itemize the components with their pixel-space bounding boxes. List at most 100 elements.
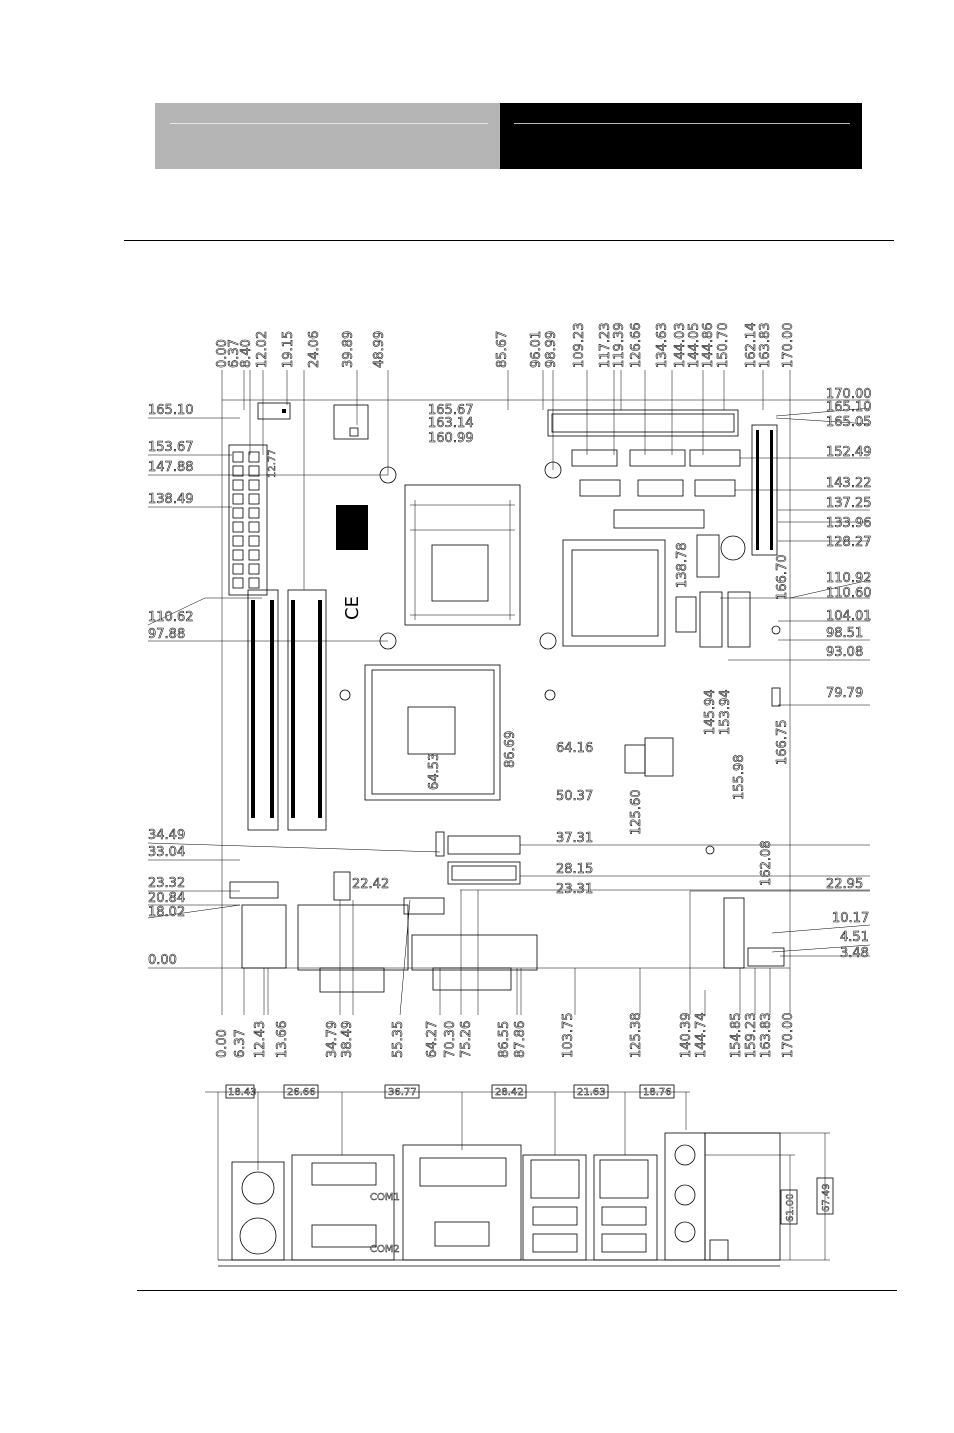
right-dimension-leaders <box>460 399 871 957</box>
right-label: 3.48 <box>840 946 869 961</box>
header-banner-black <box>500 103 862 169</box>
bottom-label: 87.86 <box>513 1021 528 1058</box>
right-label: 10.17 <box>832 911 869 926</box>
bottom-label: 75.26 <box>459 1021 474 1058</box>
top-label: 162.14 <box>744 323 759 369</box>
inner-label: 145.94 <box>703 690 718 736</box>
top-dimension-leaders <box>221 370 791 590</box>
left-label: 0.00 <box>148 953 177 968</box>
top-label: 85.67 <box>495 331 510 368</box>
header-banner-black-rule <box>514 123 850 124</box>
bottom-label: 125.38 <box>629 1013 644 1059</box>
header-rule <box>124 240 894 241</box>
bottom-label: 144.74 <box>694 1013 709 1059</box>
bottom-label: 34.79 <box>325 1021 340 1058</box>
bottom-label: 163.83 <box>759 1013 774 1059</box>
right-label: 79.79 <box>826 686 863 701</box>
top-label: 98.99 <box>544 331 559 368</box>
top-label: 0.00 <box>215 339 230 368</box>
inner-labels: 165.67 163.14 160.99 12.77 64.53 86.69 6… <box>267 403 791 893</box>
right-label: 133.96 <box>826 516 872 531</box>
top-label: 144.05 <box>687 323 702 369</box>
inner-label: 86.69 <box>503 731 518 768</box>
right-label: 170.00 <box>826 387 872 402</box>
inner-label: 166.75 <box>775 720 790 766</box>
top-label: 12.02 <box>255 331 270 368</box>
top-label: 150.70 <box>716 323 731 369</box>
top-label: 126.66 <box>629 323 644 369</box>
right-label: 37.31 <box>556 831 593 846</box>
left-label: 20.84 <box>148 891 185 906</box>
left-dimension-labels: 165.10 153.67 147.88 138.49 110.62 97.88… <box>148 403 194 969</box>
io-spacing-label: 18.76 <box>643 1087 672 1098</box>
right-label: 110.92 <box>826 571 872 586</box>
right-label: 143.22 <box>826 476 872 491</box>
io-spacing-labels: 18.43 26.66 36.77 28.42 21.63 18.76 <box>225 1084 675 1099</box>
right-label: 110.60 <box>826 586 872 601</box>
bottom-label: 0.00 <box>215 1029 230 1058</box>
bottom-label: 154.85 <box>729 1013 744 1059</box>
inner-label: 155.98 <box>732 755 747 801</box>
inner-label: 138.78 <box>675 543 690 589</box>
io-spacing-label: 21.63 <box>577 1087 606 1098</box>
right-label: 93.08 <box>826 645 863 660</box>
right-label: 4.51 <box>840 930 869 945</box>
bottom-dimension-labels: 0.00 6.37 12.43 13.66 34.79 38.49 55.35 … <box>215 1012 797 1059</box>
inner-label: 165.67 <box>428 403 474 418</box>
top-label: 48.99 <box>372 331 387 368</box>
bottom-dimension-leaders <box>221 890 791 1016</box>
bottom-label: 159.23 <box>744 1013 759 1059</box>
right-label: 128.27 <box>826 535 872 550</box>
top-label: 163.83 <box>758 323 773 369</box>
header-banner-gray-rule <box>170 123 488 124</box>
top-label: 39.89 <box>341 331 356 368</box>
right-label: 165.05 <box>826 415 872 430</box>
top-label: 170.00 <box>781 323 796 369</box>
inner-label: 22.42 <box>352 877 389 892</box>
top-label: 8.40 <box>239 339 254 368</box>
bottom-label: 86.55 <box>497 1021 512 1058</box>
svg-text:CE: CE <box>342 596 363 620</box>
io-spacing-label: 26.66 <box>287 1087 316 1098</box>
inner-label: 153.94 <box>718 690 733 736</box>
bottom-label: 55.35 <box>391 1021 406 1058</box>
inner-label: 160.99 <box>428 431 474 446</box>
top-label: 6.37 <box>227 339 242 368</box>
com1-label: COM1 <box>370 1192 400 1203</box>
right-label: 104.01 <box>826 609 872 624</box>
right-label: 22.95 <box>826 877 863 892</box>
com2-label: COM2 <box>370 1244 400 1255</box>
bottom-label: 13.66 <box>275 1021 290 1058</box>
left-label: 153.67 <box>148 440 194 455</box>
top-dimension-labels: 0.00 6.37 8.40 12.02 19.15 24.06 39.89 4… <box>215 322 797 369</box>
left-dimension-leaders <box>147 417 441 969</box>
cpu-socket-grid <box>410 500 515 620</box>
left-label: 138.49 <box>148 492 194 507</box>
top-label: 19.15 <box>281 331 296 368</box>
footer-rule <box>137 1290 897 1291</box>
top-label: 144.86 <box>701 323 716 369</box>
inner-label: 162.08 <box>759 841 774 887</box>
bottom-label: 6.37 <box>233 1029 248 1058</box>
bottom-label: 12.43 <box>253 1021 268 1058</box>
top-label: 119.39 <box>612 323 627 369</box>
io-height-label: 61.00 <box>785 1193 796 1222</box>
right-label: 165.10 <box>826 400 872 415</box>
io-spacing-label: 18.43 <box>228 1087 257 1098</box>
inner-label: 50.37 <box>556 789 593 804</box>
right-label: 152.49 <box>826 445 872 460</box>
top-label: 134.63 <box>655 323 670 369</box>
board-components: CE <box>228 402 785 993</box>
bottom-label: 140.39 <box>679 1013 694 1059</box>
top-label: 24.06 <box>307 331 322 368</box>
io-spacing-label: 36.77 <box>388 1087 417 1098</box>
right-label: 23.31 <box>556 882 593 897</box>
left-label: 97.88 <box>148 627 185 642</box>
inner-label: 125.60 <box>629 790 644 836</box>
right-dimension-labels: 170.00 165.10 165.05 152.49 143.22 137.2… <box>556 387 872 962</box>
inner-label: 12.77 <box>267 449 278 478</box>
top-label: 109.23 <box>572 323 587 369</box>
inner-label: 166.70 <box>775 555 790 601</box>
io-height-label: 67.49 <box>821 1183 832 1212</box>
atx-pins <box>232 451 260 589</box>
